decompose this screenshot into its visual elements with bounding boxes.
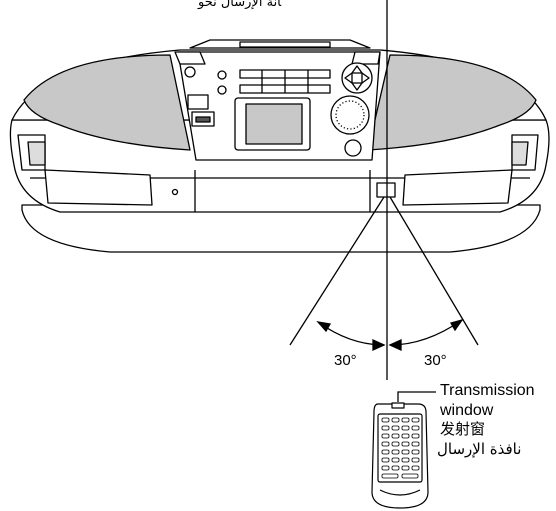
front-panel-line-2 — [194, 170, 371, 212]
dpad-down — [351, 82, 363, 91]
leader-line — [397, 391, 436, 402]
right-arrowhead-in — [388, 338, 402, 352]
transmission-window-label-zh: 发射窗 — [440, 420, 486, 438]
remote-keypad — [377, 413, 423, 483]
left-vent — [44, 169, 153, 206]
left-arrowhead-in — [372, 338, 386, 352]
left-button-upper — [187, 94, 209, 110]
right-grille-inner — [511, 141, 529, 166]
dpad-up — [351, 65, 363, 74]
indicator-dot — [171, 188, 179, 196]
small-button-3 — [217, 85, 227, 95]
left-arrowhead-out — [316, 321, 332, 333]
remote-buttons — [381, 417, 420, 479]
right-angle-line — [389, 196, 479, 346]
angle-label-left: 30° — [334, 352, 357, 369]
boombox — [9, 39, 550, 253]
display-screen — [245, 103, 303, 145]
left-speaker — [23, 54, 191, 151]
remote-bottom-curve — [379, 489, 421, 496]
remote-control — [371, 402, 429, 509]
handle-tab-left — [174, 51, 206, 65]
top-partial-label: ﺎﻧﺔ ﺍﻹﺭﺳﺎﻝ ﻧﺤﻮ — [198, 0, 282, 10]
remote-sensor — [376, 182, 396, 198]
small-knob — [344, 139, 362, 157]
small-button-2 — [217, 70, 227, 80]
right-speaker — [367, 54, 537, 151]
handle-tab-right — [351, 51, 381, 65]
transmission-window-label-en-2: window — [440, 402, 494, 419]
small-button-1 — [184, 66, 196, 78]
transmission-window — [391, 402, 405, 409]
dpad-right — [361, 72, 370, 84]
dpad — [341, 62, 373, 94]
cd-slot — [239, 41, 331, 48]
angle-label-right: 30° — [424, 352, 447, 369]
transmission-window-label-en-1: Transmission — [440, 382, 535, 399]
boombox-base — [21, 204, 541, 253]
right-vent — [402, 169, 513, 206]
left-angle-line — [289, 196, 385, 346]
signal-geometry — [289, 0, 479, 402]
right-arrowhead-out — [450, 318, 464, 332]
transmission-window-label-ar: نافذة الإرسال — [437, 440, 522, 458]
dpad-left — [344, 72, 353, 84]
left-grille-inner — [27, 141, 46, 166]
